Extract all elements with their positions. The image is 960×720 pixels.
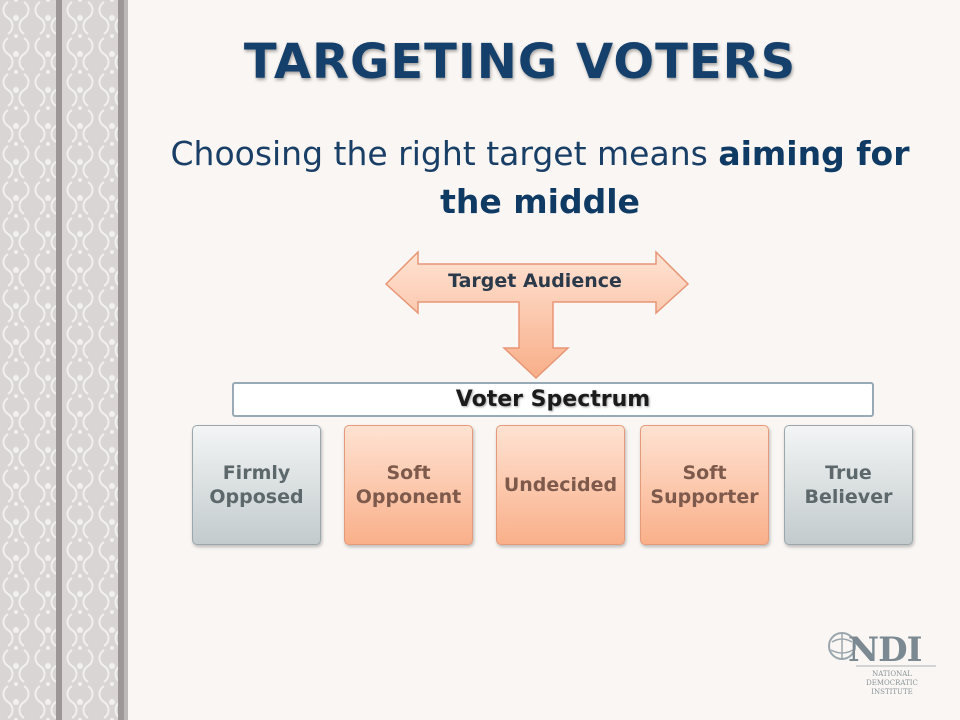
logo-subtext: NATIONAL DEMOCRATIC INSTITUTE xyxy=(852,670,932,697)
target-audience-label: Target Audience xyxy=(448,270,622,292)
category-label: Soft xyxy=(682,462,727,484)
category-label: Opposed xyxy=(209,486,304,508)
voter-spectrum-bar: Voter Spectrum xyxy=(232,382,874,417)
category-label: True xyxy=(825,462,872,484)
subtitle-text: Choosing the right target means xyxy=(170,134,719,173)
category-label: Soft xyxy=(386,462,431,484)
category-label: Firmly xyxy=(222,462,291,484)
slide-subtitle: Choosing the right target means aiming f… xyxy=(140,130,940,226)
ornament-pattern xyxy=(0,0,128,720)
decorative-border xyxy=(0,0,128,720)
ndi-logo xyxy=(828,632,936,667)
category-label: Opponent xyxy=(355,486,462,508)
category-label: Undecided xyxy=(503,474,618,496)
category-label: Supporter xyxy=(650,486,759,508)
logo-wordmark: NDI xyxy=(848,630,922,670)
target-arrow-shape xyxy=(384,250,690,380)
category-label: Believer xyxy=(804,486,893,508)
logo-line: INSTITUTE xyxy=(871,688,913,696)
logo-line: DEMOCRATIC xyxy=(866,679,918,687)
category-undecided: Undecided xyxy=(496,425,625,545)
slide-title: TARGETING VOTERS xyxy=(243,34,797,90)
subtitle-emphasis: aiming for the middle xyxy=(440,134,910,221)
logo-line: NATIONAL xyxy=(872,670,912,678)
